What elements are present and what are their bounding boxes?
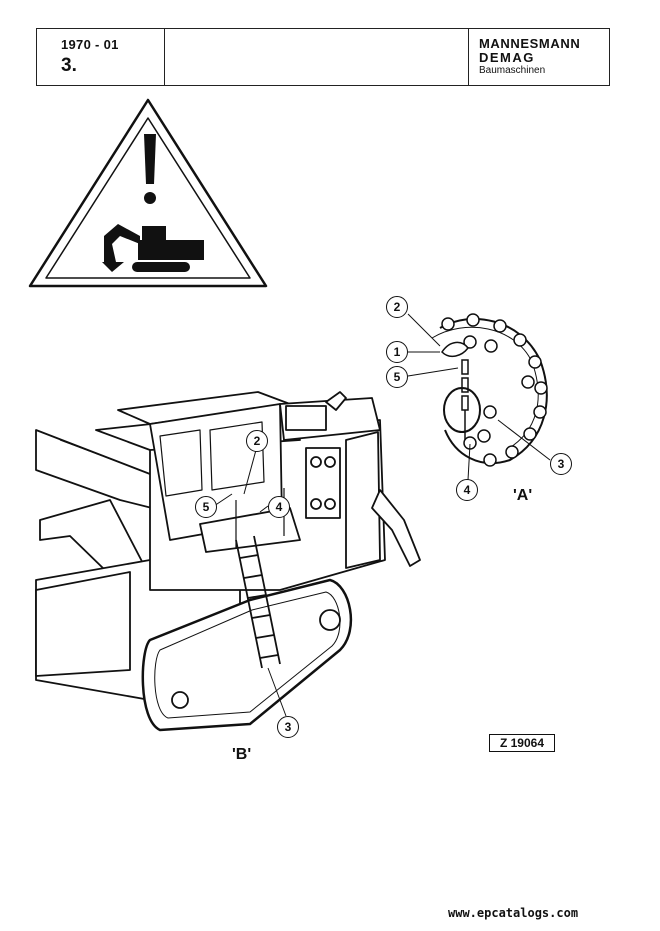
watermark-link[interactable]: www.epcatalogs.com [448, 906, 579, 920]
excavator-icon [102, 224, 204, 272]
view-label-a: 'A' [513, 487, 533, 504]
view-label-b: 'B' [232, 746, 252, 763]
callout-a-1: 1 [386, 341, 408, 363]
callout-a-2: 2 [386, 296, 408, 318]
callout-b-3: 3 [277, 716, 299, 738]
doc-number: 1970 - 01 [61, 37, 119, 52]
callout-b-2: 2 [246, 430, 268, 452]
leader-lines-a [407, 313, 551, 481]
brand-block: MANNESMANN DEMAG Baumaschinen [469, 29, 609, 85]
doc-info: 1970 - 01 3. [37, 29, 165, 85]
title-block: 1970 - 01 3. MANNESMANN DEMAG Baumaschin… [36, 28, 610, 86]
brand-logo-text: DEMAG [479, 50, 535, 65]
leader-lines-b [213, 449, 287, 717]
brand-name: MANNESMANN [479, 36, 581, 51]
brand-subtitle: Baumaschinen [479, 65, 546, 76]
callout-a-3: 3 [550, 453, 572, 475]
excavator-detail-b [35, 391, 421, 732]
callout-a-5: 5 [386, 366, 408, 388]
callout-b-4: 4 [268, 496, 290, 518]
section-number: 3. [61, 55, 77, 76]
figure-reference: Z 19064 [489, 734, 555, 752]
callout-b-5: 5 [195, 496, 217, 518]
title-blank [165, 29, 469, 85]
warning-triangle-icon [28, 98, 268, 288]
chain-detail-a [431, 313, 548, 467]
callout-a-4: 4 [456, 479, 478, 501]
